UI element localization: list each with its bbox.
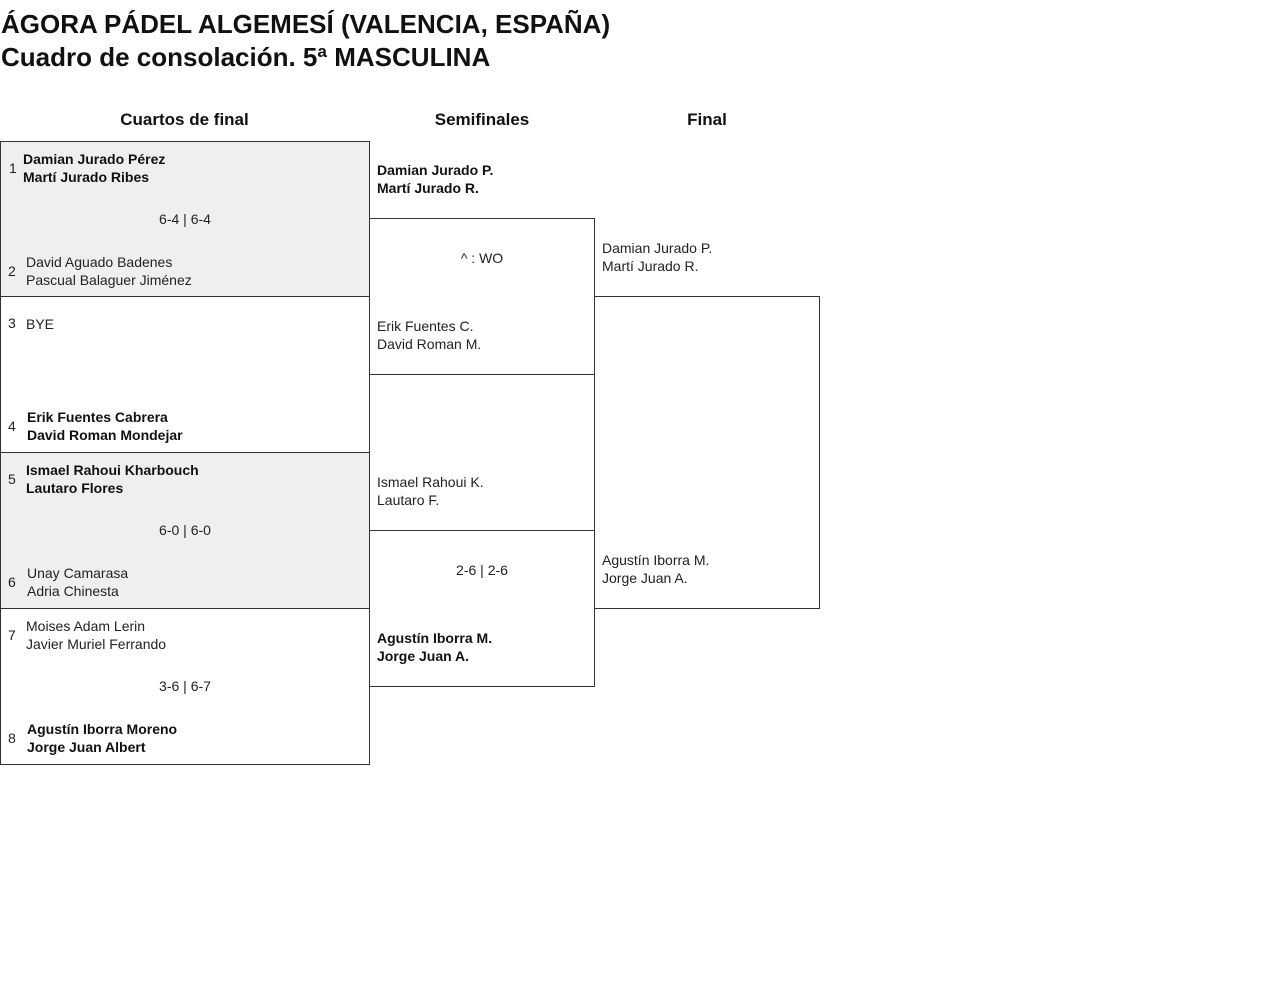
seed: 1 — [9, 160, 17, 176]
seed: 3 — [8, 315, 16, 331]
semi-2-team-b: Agustín Iborra M.Jorge Juan A. — [377, 630, 493, 664]
semi-match-2: 2-6 | 2-6 Agustín Iborra M.Jorge Juan A. — [369, 530, 595, 687]
round-header-quarters: Cuartos de final — [120, 110, 249, 129]
semi-1-team-a: Damian Jurado P.Martí Jurado R. — [377, 162, 494, 196]
final-team-a: Damian Jurado P.Martí Jurado R. — [602, 240, 713, 274]
seed: 8 — [8, 730, 16, 746]
page-title: ÁGORA PÁDEL ALGEMESÍ (VALENCIA, ESPAÑA) — [1, 9, 611, 39]
semi-1-team-b: Erik Fuentes C.David Roman M. — [377, 318, 482, 352]
round-header-semis: Semifinales — [434, 110, 530, 129]
round-header-final: Final — [687, 110, 727, 129]
match-score: 3-6 | 6-7 — [159, 678, 211, 694]
seed: 6 — [8, 574, 16, 590]
team-a: BYE — [26, 316, 55, 332]
seed: 4 — [8, 418, 16, 434]
page-subtitle: Cuadro de consolación. 5ª MASCULINA — [1, 42, 491, 72]
match-score: 6-4 | 6-4 — [159, 211, 211, 227]
match-score: 6-0 | 6-0 — [159, 522, 211, 538]
final-team-b: Agustín Iborra M.Jorge Juan A. — [602, 552, 710, 586]
final-match: Agustín Iborra M.Jorge Juan A. — [594, 296, 820, 609]
seed: 7 — [8, 627, 16, 643]
seed: 5 — [8, 471, 16, 487]
semi-2-team-a: Ismael Rahoui K.Lautaro F. — [377, 474, 484, 508]
seed: 2 — [8, 263, 16, 279]
match-score: ^ : WO — [460, 250, 504, 266]
match-score: 2-6 | 2-6 — [456, 562, 508, 578]
semi-match-1: ^ : WO Erik Fuentes C.David Roman M. — [369, 218, 595, 375]
